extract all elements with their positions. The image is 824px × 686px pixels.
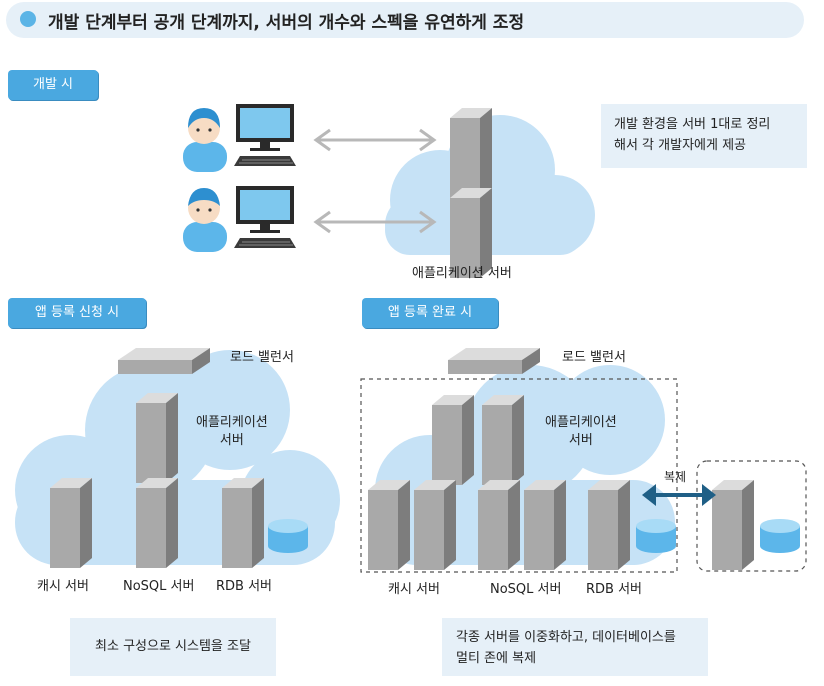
cache-server-icon xyxy=(368,480,410,570)
cache-server-icon xyxy=(414,480,456,570)
replicate-arrow-icon xyxy=(642,484,716,506)
app-server-label-line1: 애플리케이션 xyxy=(196,415,268,430)
app-server-label-line2: 서버 xyxy=(219,433,244,448)
replicate-label: 복제 xyxy=(664,470,687,484)
app-server-icon xyxy=(482,395,524,485)
load-balancer-label: 로드 밸런서 xyxy=(230,350,294,365)
developer-female-icon xyxy=(183,108,227,172)
rdb-server-label: RDB 서버 xyxy=(216,579,273,594)
done-note-line2: 멀티 존에 복제 xyxy=(456,651,537,666)
page-title: 개발 단계부터 공개 단계까지, 서버의 개수와 스펙을 유연하게 조정 xyxy=(48,13,525,33)
cache-server-icon xyxy=(50,478,92,568)
nosql-server-label: NoSQL 서버 xyxy=(123,579,195,594)
nosql-server-icon xyxy=(524,480,566,570)
dev-note-line1: 개발 환경을 서버 1대로 정리 xyxy=(614,117,771,132)
title-bar xyxy=(6,2,804,38)
bidirectional-arrow xyxy=(313,128,437,152)
done-tag: 앱 등록 완료 시 xyxy=(362,298,498,328)
bidirectional-arrow xyxy=(313,210,437,234)
app-server-icon xyxy=(450,108,492,198)
submit-tag: 앱 등록 신청 시 xyxy=(8,298,146,328)
nosql-server-icon xyxy=(136,478,178,568)
dev-tag: 개발 시 xyxy=(8,70,98,100)
app-server-label: 애플리케이션 서버 xyxy=(196,414,268,450)
rdb-server-icon xyxy=(222,478,264,568)
rdb-server-label: RDB 서버 xyxy=(586,582,643,597)
done-note: 각종 서버를 이중화하고, 데이터베이스를 멀티 존에 복제 xyxy=(442,618,708,676)
submit-note: 최소 구성으로 시스템을 조달 xyxy=(70,618,276,676)
developer-male-icon xyxy=(183,188,227,252)
database-icon xyxy=(268,519,308,553)
app-server-label-line2: 서버 xyxy=(568,433,593,448)
computer-icon xyxy=(233,185,297,249)
primary-zone-box xyxy=(360,378,678,573)
nosql-server-label: NoSQL 서버 xyxy=(490,582,562,597)
bullet-icon xyxy=(20,11,36,27)
cache-server-label: 캐시 서버 xyxy=(388,582,440,597)
rdb-replica-server-icon xyxy=(712,480,754,570)
app-server-label: 애플리케이션 서버 xyxy=(545,414,617,450)
load-balancer-label: 로드 밸런서 xyxy=(562,350,626,365)
app-server-icon xyxy=(432,395,474,485)
dev-note: 개발 환경을 서버 1대로 정리 해서 각 개발자에게 제공 xyxy=(601,104,807,168)
app-server-label: 애플리케이션 서버 xyxy=(412,266,512,281)
dev-note-line2: 해서 각 개발자에게 제공 xyxy=(614,138,746,153)
rdb-server-icon xyxy=(588,480,630,570)
computer-icon xyxy=(233,103,297,167)
load-balancer-icon xyxy=(118,348,210,374)
database-replica-icon xyxy=(760,519,800,553)
database-icon xyxy=(636,519,676,553)
done-note-line1: 각종 서버를 이중화하고, 데이터베이스를 xyxy=(456,630,676,645)
app-server-label-line1: 애플리케이션 xyxy=(545,415,617,430)
nosql-server-icon xyxy=(478,480,520,570)
cache-server-label: 캐시 서버 xyxy=(37,579,89,594)
app-server-icon xyxy=(136,393,178,483)
load-balancer-icon xyxy=(448,348,540,374)
